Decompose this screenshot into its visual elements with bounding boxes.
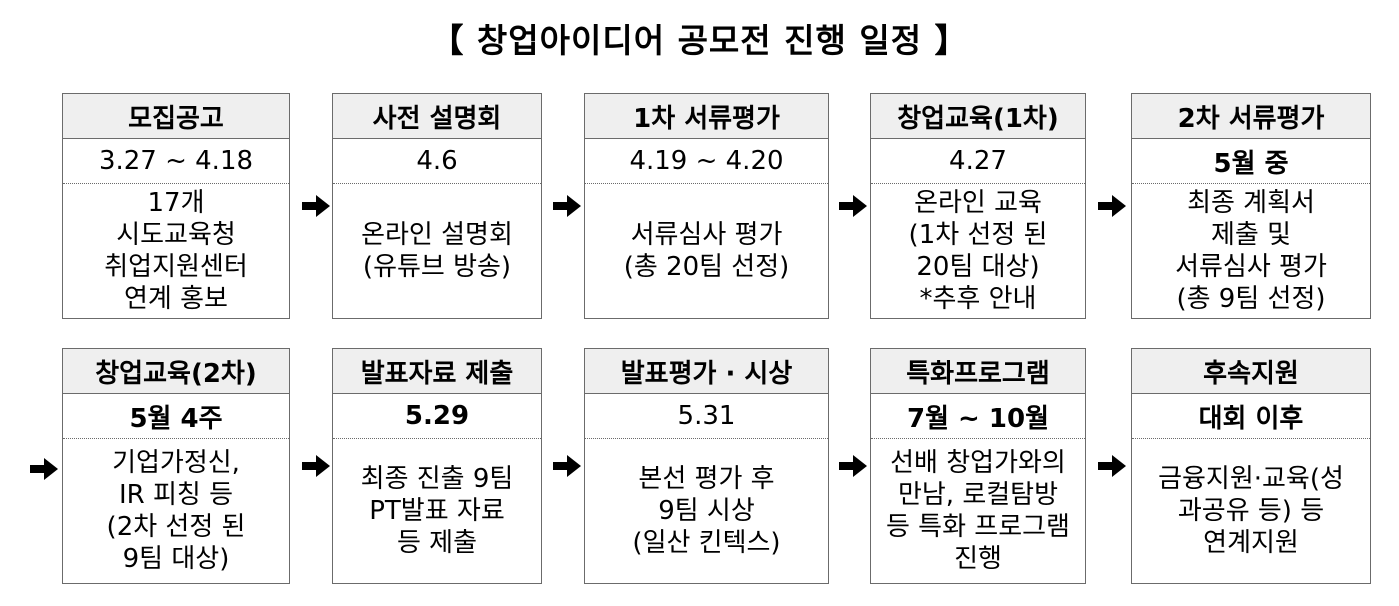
step-title: 모집공고 xyxy=(63,94,289,139)
desc-line: (2차 선정 된 xyxy=(106,512,246,542)
step-description: 온라인 교육 (1차 선정 된 20팀 대상) *추후 안내 xyxy=(871,184,1085,318)
desc-line: 취업지원센터 xyxy=(104,252,248,282)
step-description: 17개 시도교육청 취업지원센터 연계 홍보 xyxy=(63,184,289,318)
step-box-follow-up-support: 후속지원 대회 이후 금융지원·교육(성 과공유 등) 등 연계지원 xyxy=(1131,348,1371,584)
desc-line: 진행 xyxy=(954,544,1002,574)
step-box-second-training: 창업교육(2차) 5월 4주 기업가정신, IR 피칭 등 (2차 선정 된 9… xyxy=(62,348,290,584)
desc-line: 17개 xyxy=(147,188,205,218)
desc-line: 9팀 시상 xyxy=(658,496,755,526)
step-title: 발표평가 · 시상 xyxy=(585,349,828,394)
right-arrow-icon xyxy=(839,195,867,217)
step-date: 4.6 xyxy=(333,139,541,184)
desc-line: 온라인 설명회 xyxy=(361,220,513,250)
step-title: 창업교육(2차) xyxy=(63,349,289,394)
step-box-first-document-review: 1차 서류평가 4.19 ~ 4.20 서류심사 평가 (총 20팀 선정) xyxy=(584,93,829,319)
right-arrow-icon xyxy=(302,455,330,477)
desc-line: 등 제출 xyxy=(396,528,478,558)
desc-line: 9팀 대상) xyxy=(122,544,230,574)
step-description: 금융지원·교육(성 과공유 등) 등 연계지원 xyxy=(1132,439,1370,583)
desc-line: (총 9팀 선정) xyxy=(1176,284,1326,314)
step-description: 서류심사 평가 (총 20팀 선정) xyxy=(585,184,828,318)
step-box-presentation-submission: 발표자료 제출 5.29 최종 진출 9팀 PT발표 자료 등 제출 xyxy=(332,348,542,584)
desc-line: 연계 홍보 xyxy=(124,284,228,314)
right-arrow-icon xyxy=(839,455,867,477)
desc-line: 등 특화 프로그램 xyxy=(886,512,1070,542)
step-title: 후속지원 xyxy=(1132,349,1370,394)
desc-line: 선배 창업가와의 xyxy=(890,448,1066,478)
desc-line: 온라인 교육 xyxy=(914,188,1042,218)
step-date: 5월 4주 xyxy=(63,394,289,439)
right-arrow-icon xyxy=(30,458,58,480)
step-title: 창업교육(1차) xyxy=(871,94,1085,139)
step-date: 4.27 xyxy=(871,139,1085,184)
page-title: 【 창업아이디어 공모전 진행 일정 】 xyxy=(430,21,969,60)
step-box-presentation-award: 발표평가 · 시상 5.31 본선 평가 후 9팀 시상 (일산 킨텍스) xyxy=(584,348,829,584)
desc-line: (1차 선정 된 xyxy=(908,220,1048,250)
step-description: 온라인 설명회 (유튜브 방송) xyxy=(333,184,541,318)
step-description: 기업가정신, IR 피칭 등 (2차 선정 된 9팀 대상) xyxy=(63,439,289,583)
step-box-first-training: 창업교육(1차) 4.27 온라인 교육 (1차 선정 된 20팀 대상) *추… xyxy=(870,93,1086,319)
step-title: 특화프로그램 xyxy=(871,349,1085,394)
desc-line: 최종 진출 9팀 xyxy=(360,464,514,494)
desc-line: 서류심사 평가 xyxy=(630,220,783,250)
desc-line: *추후 안내 xyxy=(919,284,1037,314)
step-description: 최종 진출 9팀 PT발표 자료 등 제출 xyxy=(333,439,541,583)
desc-line: 20팀 대상) xyxy=(916,252,1040,282)
step-date: 4.19 ~ 4.20 xyxy=(585,139,828,184)
desc-line: (유튜브 방송) xyxy=(362,252,512,282)
step-date: 5월 중 xyxy=(1132,139,1370,184)
step-description: 본선 평가 후 9팀 시상 (일산 킨텍스) xyxy=(585,439,828,583)
step-description: 최종 계획서 제출 및 서류심사 평가 (총 9팀 선정) xyxy=(1132,184,1370,318)
step-box-recruitment: 모집공고 3.27 ~ 4.18 17개 시도교육청 취업지원센터 연계 홍보 xyxy=(62,93,290,319)
step-box-special-program: 특화프로그램 7월 ~ 10월 선배 창업가와의 만남, 로컬탐방 등 특화 프… xyxy=(870,348,1086,584)
desc-line: 서류심사 평가 xyxy=(1175,252,1327,282)
step-description: 선배 창업가와의 만남, 로컬탐방 등 특화 프로그램 진행 xyxy=(871,439,1085,583)
desc-line: IR 피칭 등 xyxy=(118,480,234,510)
desc-line: 연계지원 xyxy=(1203,528,1299,558)
desc-line: 금융지원·교육(성 xyxy=(1158,464,1344,494)
step-date: 3.27 ~ 4.18 xyxy=(63,139,289,184)
step-box-second-document-review: 2차 서류평가 5월 중 최종 계획서 제출 및 서류심사 평가 (총 9팀 선… xyxy=(1131,93,1371,319)
desc-line: (총 20팀 선정) xyxy=(623,252,790,282)
step-date: 7월 ~ 10월 xyxy=(871,394,1085,439)
right-arrow-icon xyxy=(553,195,581,217)
step-box-briefing: 사전 설명회 4.6 온라인 설명회 (유튜브 방송) xyxy=(332,93,542,319)
step-title: 2차 서류평가 xyxy=(1132,94,1370,139)
right-arrow-icon xyxy=(553,455,581,477)
step-date: 대회 이후 xyxy=(1132,394,1370,439)
desc-line: 만남, 로컬탐방 xyxy=(897,480,1059,510)
step-title: 사전 설명회 xyxy=(333,94,541,139)
desc-line: 최종 계획서 xyxy=(1187,188,1315,218)
step-date: 5.31 xyxy=(585,394,828,439)
desc-line: 과공유 등) 등 xyxy=(1177,496,1325,526)
step-title: 발표자료 제출 xyxy=(333,349,541,394)
right-arrow-icon xyxy=(1098,455,1126,477)
desc-line: 기업가정신, xyxy=(112,448,240,478)
step-title: 1차 서류평가 xyxy=(585,94,828,139)
desc-line: 제출 및 xyxy=(1210,220,1292,250)
desc-line: (일산 킨텍스) xyxy=(632,528,781,558)
desc-line: PT발표 자료 xyxy=(369,496,505,526)
right-arrow-icon xyxy=(302,195,330,217)
desc-line: 본선 평가 후 xyxy=(638,464,775,494)
desc-line: 시도교육청 xyxy=(116,220,236,250)
step-date: 5.29 xyxy=(333,394,541,439)
right-arrow-icon xyxy=(1098,195,1126,217)
